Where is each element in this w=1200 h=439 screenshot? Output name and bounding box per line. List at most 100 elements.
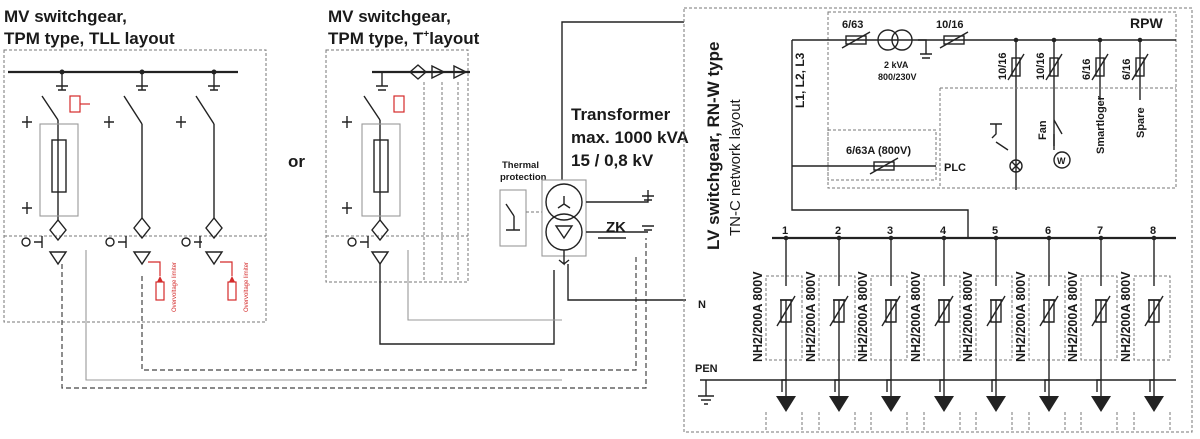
rpw-smartloger-label: Smartloger bbox=[1095, 95, 1107, 154]
feeder-cable-arrow bbox=[986, 396, 1006, 412]
feeder-frame bbox=[870, 275, 908, 361]
plc-fuse-label: 6/63A (800V) bbox=[846, 145, 911, 157]
feeder-number: 8 bbox=[1150, 225, 1156, 237]
feeder-number: 3 bbox=[887, 225, 893, 237]
or-label: or bbox=[288, 152, 305, 171]
n-conductor bbox=[567, 264, 686, 301]
rpw-branch-fuse-3: 6/16 bbox=[1081, 59, 1093, 80]
plc-fuse bbox=[869, 157, 899, 175]
feeder-fuse-label: NH2/200A 800V bbox=[1014, 271, 1028, 362]
plc-label: PLC bbox=[944, 162, 966, 174]
mv-left-bay-1 bbox=[21, 95, 90, 266]
rpw-fuse-tr-label: 10/16 bbox=[936, 19, 964, 31]
zk-label: ZK bbox=[606, 219, 626, 236]
phases-label: L1, L2, L3 bbox=[793, 52, 807, 108]
feeder-frame bbox=[975, 275, 1013, 361]
lv-switchgear-title-2: TN-C network layout bbox=[727, 98, 744, 236]
transformer-label-1: Transformer bbox=[571, 105, 671, 124]
lv-main-line bbox=[791, 40, 969, 238]
rpw-fuse-main-label: 6/63 bbox=[842, 19, 863, 31]
feeder-frame bbox=[818, 275, 856, 361]
rpw-transformer-kva: 2 kVA bbox=[884, 60, 909, 70]
rpw-branch-fuse-4: 6/16 bbox=[1121, 59, 1133, 80]
mv-cables bbox=[61, 21, 684, 389]
lv-switchgear-title-1: LV switchgear, RN-W type bbox=[704, 42, 723, 250]
feeder-fuse-switch bbox=[1144, 295, 1164, 327]
thermal-protection-relay bbox=[499, 189, 542, 247]
rpw-aux-transformer bbox=[877, 29, 932, 59]
feeder-number: 5 bbox=[992, 225, 998, 237]
rpw-fuse-tr bbox=[939, 31, 969, 49]
rpw-label: RPW bbox=[1130, 15, 1163, 31]
feeder-cable-arrow bbox=[1091, 396, 1111, 412]
rpw-transformer-v: 800/230V bbox=[878, 72, 917, 82]
transformer-label-2: max. 1000 kVA bbox=[571, 128, 689, 147]
mv-left-busbar-taps bbox=[56, 69, 220, 91]
mv-left-title-2: TPM type, TLL layout bbox=[4, 29, 175, 48]
n-label: N bbox=[698, 299, 706, 311]
feeder-cable-arrow bbox=[776, 396, 796, 412]
mv-left-frame bbox=[3, 49, 267, 323]
feeder-cable-arrow bbox=[1144, 396, 1164, 412]
mv-left-bay-3 bbox=[176, 95, 237, 301]
transformer-symbol bbox=[541, 179, 654, 266]
rpw-fan-label: Fan bbox=[1037, 120, 1049, 140]
feeder-fuse-switch bbox=[1039, 295, 1059, 327]
feeder-fuse-label: NH2/200A 800V bbox=[856, 271, 870, 362]
feeder-cable-arrow bbox=[934, 396, 954, 412]
feeder-fuse-switch bbox=[776, 295, 796, 327]
thermal-protection-label-1: Thermal bbox=[502, 160, 539, 171]
feeder-fuse-switch bbox=[934, 295, 954, 327]
lv-switchgear-frame bbox=[683, 7, 1193, 433]
feeder-fuse-label: NH2/200A 800V bbox=[909, 271, 923, 362]
mv-right-title-1: MV switchgear, bbox=[328, 7, 451, 26]
feeder-frame bbox=[923, 275, 961, 361]
mv-left-bay-2 bbox=[104, 95, 165, 301]
plc-frame bbox=[827, 129, 937, 181]
rpw-spare-label: Spare bbox=[1135, 107, 1147, 138]
overvoltage-limiter-label-1: Overvoltage limiter bbox=[172, 262, 178, 312]
feeder-fuse-label: NH2/200A 800V bbox=[961, 271, 975, 362]
feeder-frame bbox=[765, 275, 803, 361]
feeder-number: 2 bbox=[835, 225, 841, 237]
overvoltage-limiter-label-2: Overvoltage limiter bbox=[244, 262, 250, 312]
feeder-frame bbox=[1133, 275, 1171, 361]
mv-right-bay bbox=[342, 64, 470, 282]
feeder-number: 4 bbox=[940, 225, 947, 237]
mv-left-title-1: MV switchgear, bbox=[4, 7, 127, 26]
mv-right-title-2: TPM type, T+layout bbox=[328, 29, 480, 48]
feeder-fuse-label: NH2/200A 800V bbox=[804, 271, 818, 362]
feeder-fuse-label: NH2/200A 800V bbox=[751, 271, 765, 362]
feeder-frame bbox=[1028, 275, 1066, 361]
feeder-number: 7 bbox=[1097, 225, 1103, 237]
rpw-branches: W bbox=[939, 37, 1176, 190]
feeder-fuse-switch bbox=[881, 295, 901, 327]
pen-earth bbox=[698, 380, 714, 405]
rpw-frame bbox=[827, 11, 1177, 189]
feeder-cable-arrow bbox=[829, 396, 849, 412]
rpw-fuse-main bbox=[841, 31, 871, 49]
feeder-fuse-label: NH2/200A 800V bbox=[1066, 271, 1080, 362]
feeder-fuse-switch bbox=[986, 295, 1006, 327]
rpw-branch-fuse-2: 10/16 bbox=[1035, 52, 1047, 80]
mv-right-frame bbox=[325, 49, 469, 283]
transformer-label-3: 15 / 0,8 kV bbox=[571, 151, 654, 170]
feeder-frame bbox=[1080, 275, 1118, 361]
feeder-fuse-switch bbox=[829, 295, 849, 327]
feeder-fuse-label: NH2/200A 800V bbox=[1119, 271, 1133, 362]
rpw-branch-fuse-1: 10/16 bbox=[997, 52, 1009, 80]
feeder-number: 1 bbox=[782, 225, 788, 237]
feeder-fuse-switch bbox=[1091, 295, 1111, 327]
feeder-cable-arrow bbox=[881, 396, 901, 412]
feeder-number: 6 bbox=[1045, 225, 1051, 237]
feeder-cable-arrow bbox=[1039, 396, 1059, 412]
